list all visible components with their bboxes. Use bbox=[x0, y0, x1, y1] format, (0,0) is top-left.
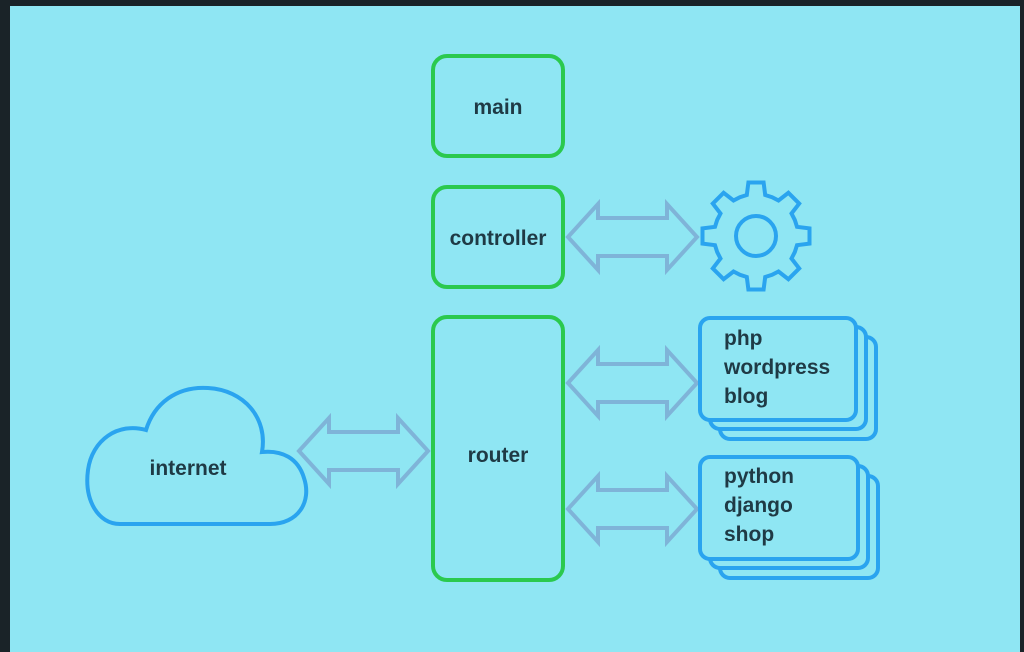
main-box bbox=[431, 54, 565, 158]
controller-box bbox=[431, 185, 565, 289]
gear-icon bbox=[700, 180, 812, 292]
double-arrow-icon bbox=[296, 412, 431, 490]
python-stack-cards bbox=[698, 455, 880, 580]
cloud-icon bbox=[85, 385, 309, 526]
main-label: main bbox=[473, 96, 523, 119]
stack-item: python bbox=[724, 465, 794, 488]
php-stack-cards bbox=[698, 316, 878, 441]
stack-item: shop bbox=[724, 523, 775, 546]
controller-label: controller bbox=[449, 227, 547, 250]
python-stack-list: python django shop bbox=[724, 462, 794, 549]
double-arrow-icon bbox=[565, 470, 700, 548]
stack-item: php bbox=[724, 327, 763, 350]
double-arrow-icon bbox=[565, 198, 700, 276]
php-stack-list: php wordpress blog bbox=[724, 324, 830, 411]
internet-label: internet bbox=[149, 457, 227, 480]
stack-item: django bbox=[724, 494, 793, 517]
double-arrow-icon bbox=[565, 344, 700, 422]
stack-item: wordpress bbox=[724, 356, 831, 379]
stack-item: blog bbox=[724, 385, 769, 408]
router-box bbox=[431, 315, 565, 582]
router-label: router bbox=[467, 444, 529, 467]
